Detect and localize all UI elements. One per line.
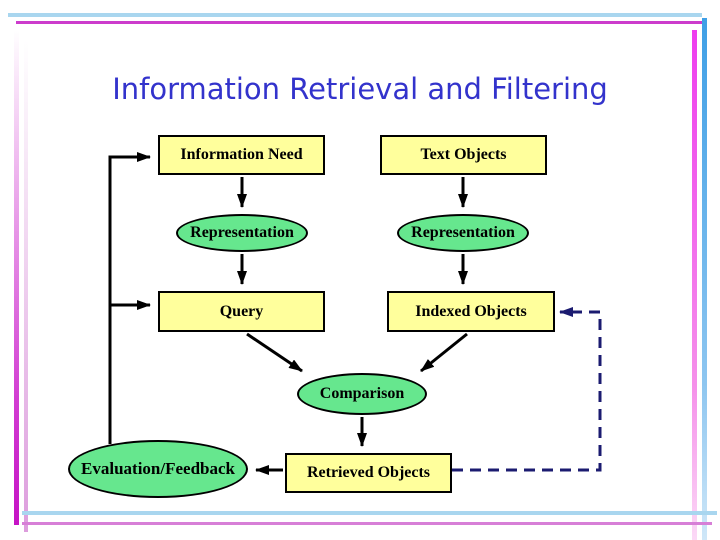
frame-top-magenta-line <box>16 21 706 24</box>
node-information-need: Information Need <box>158 135 325 175</box>
frame-right-magenta-bar <box>692 30 697 540</box>
arrow-query-to-comparison <box>246 332 303 373</box>
frame-right-blue-bar <box>702 18 707 540</box>
node-query: Query <box>158 291 325 332</box>
frame-bottom-cyan-line <box>22 511 717 515</box>
frame-bottom-pink-line <box>22 522 712 525</box>
node-text-objects: Text Objects <box>380 135 547 175</box>
node-evaluation-feedback: Evaluation/Feedback <box>68 440 248 498</box>
node-retrieved-objects: Retrieved Objects <box>285 453 452 493</box>
node-representation-left: Representation <box>176 214 308 252</box>
frame-top-cyan-line <box>8 13 702 17</box>
arrow-indexed-objects-to-comparison <box>420 332 468 373</box>
page-title: Information Retrieval and Filtering <box>112 72 608 106</box>
node-indexed-objects: Indexed Objects <box>387 291 555 332</box>
dashed-feedback-retrieved-to-indexed <box>452 307 602 472</box>
node-representation-right: Representation <box>397 214 529 252</box>
feedback-line-to-information-need <box>108 152 151 444</box>
frame-left-magenta-bar <box>14 30 19 525</box>
frame-left-lilac-bar <box>24 40 28 532</box>
node-comparison: Comparison <box>297 373 427 415</box>
